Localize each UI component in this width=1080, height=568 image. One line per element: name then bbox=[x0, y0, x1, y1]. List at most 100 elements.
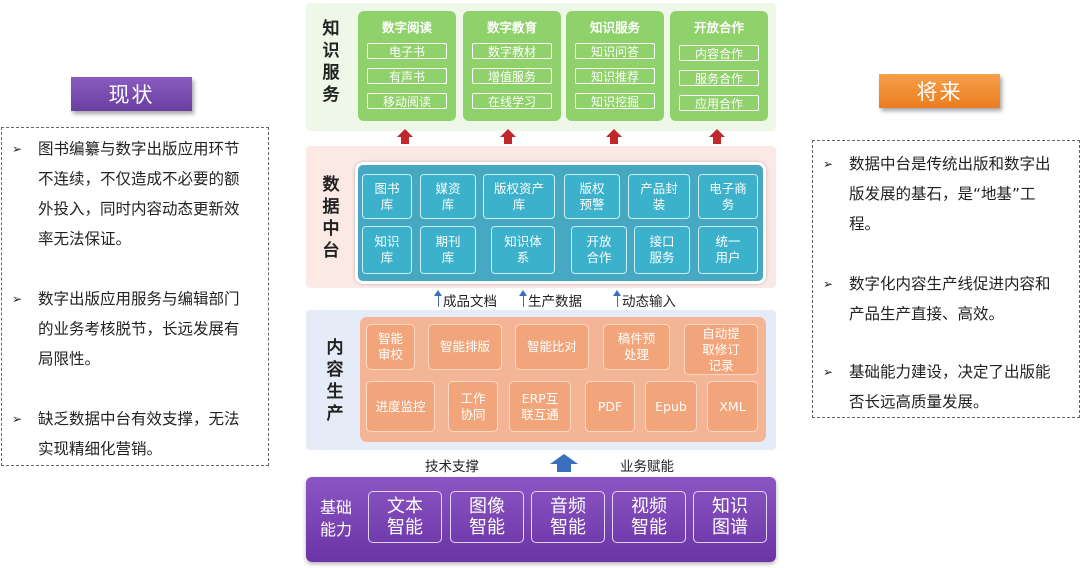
card-title: 知识服务 bbox=[589, 19, 640, 35]
bullet-line: 外投入，同时内容动态更新效 bbox=[38, 200, 240, 218]
label-char: 生 bbox=[326, 382, 344, 402]
future-panel: ➢ 数据中台是传统出版和数字出 版发展的基石，是“地基”工 程。 ➢ 数字化内容… bbox=[812, 140, 1080, 418]
card-title: 数字教育 bbox=[486, 19, 537, 35]
future-bullet-2: ➢ 数字化内容生产线促进内容和 产品生产直接、高效。 bbox=[823, 269, 1075, 329]
platform-item[interactable]: 知识体系 bbox=[491, 226, 555, 274]
blue-up-arrow-icon bbox=[550, 454, 578, 472]
content-production-label: 内 容 生 产 bbox=[322, 337, 348, 425]
red-up-arrow-icon bbox=[500, 129, 516, 144]
flow-business-empower: 业务赋能 bbox=[620, 459, 674, 475]
label-char: 识 bbox=[322, 41, 340, 61]
platform-item[interactable]: 期刊库 bbox=[420, 226, 476, 274]
production-item[interactable]: 智能排版 bbox=[428, 324, 502, 370]
production-item[interactable]: XML bbox=[707, 381, 758, 432]
platform-item[interactable]: 产品封装 bbox=[628, 174, 690, 219]
flow-tech-support: 技术支撑 bbox=[425, 459, 479, 475]
flow-label: 生产数据 bbox=[528, 294, 582, 310]
service-item[interactable]: 知识挖掘 bbox=[575, 93, 655, 109]
flow-production-data: 生产数据 bbox=[519, 290, 592, 310]
label-line: 能力 bbox=[319, 520, 352, 539]
label-char: 台 bbox=[322, 241, 340, 261]
production-item[interactable]: 自动提取修订记录 bbox=[684, 324, 758, 375]
capability-item[interactable]: 音频智能 bbox=[531, 491, 605, 543]
data-platform-label: 数 据 中 台 bbox=[318, 174, 344, 262]
service-item[interactable]: 移动阅读 bbox=[367, 93, 447, 109]
bullet-line: 版发展的基石，是“地基”工 bbox=[849, 185, 1036, 203]
bullet-line: 缺乏数据中台有效支撑，无法 bbox=[38, 410, 240, 428]
service-item[interactable]: 在线学习 bbox=[472, 93, 552, 109]
card-title: 数字阅读 bbox=[381, 19, 432, 35]
production-item[interactable]: 进度监控 bbox=[366, 381, 435, 432]
platform-item[interactable]: 版权预警 bbox=[564, 174, 620, 219]
bullet-line: 否长远高质量发展。 bbox=[849, 393, 989, 411]
label-char: 容 bbox=[326, 360, 344, 380]
label-char: 据 bbox=[322, 197, 340, 217]
flow-finished-docs: 成品文档 bbox=[434, 290, 507, 310]
production-item[interactable]: Epub bbox=[645, 381, 697, 432]
knowledge-service-label: 知 识 服 务 bbox=[318, 18, 344, 106]
service-item[interactable]: 应用合作 bbox=[679, 95, 759, 111]
label-char: 知 bbox=[322, 19, 340, 39]
bullet-line: 图书编纂与数字出版应用环节 bbox=[38, 140, 240, 158]
platform-item[interactable]: 开放合作 bbox=[571, 226, 627, 274]
flow-dynamic-input: 动态输入 bbox=[613, 290, 686, 310]
service-item[interactable]: 有声书 bbox=[367, 68, 447, 84]
service-item[interactable]: 增值服务 bbox=[472, 68, 552, 84]
arrow-bullet-icon: ➢ bbox=[12, 292, 23, 306]
platform-item[interactable]: 知识库 bbox=[362, 226, 412, 274]
arrow-bullet-icon: ➢ bbox=[823, 157, 834, 171]
label-char: 数 bbox=[322, 175, 340, 195]
platform-item[interactable]: 媒资库 bbox=[420, 174, 476, 219]
arrow-bullet-icon: ➢ bbox=[823, 277, 834, 291]
production-item[interactable]: ERP互联互通 bbox=[509, 381, 571, 432]
thin-up-arrow-icon bbox=[613, 290, 621, 307]
label-char: 务 bbox=[322, 85, 340, 105]
platform-item[interactable]: 电子商务 bbox=[698, 174, 758, 219]
card-digital-education: 数字教育 数字教材 增值服务 在线学习 bbox=[463, 11, 561, 121]
red-up-arrow-icon bbox=[397, 129, 413, 144]
thin-up-arrow-icon bbox=[434, 290, 442, 307]
red-up-arrows bbox=[397, 129, 725, 144]
service-item[interactable]: 知识推荐 bbox=[575, 68, 655, 84]
flow-label: 成品文档 bbox=[443, 294, 497, 310]
current-bullet-3: ➢ 缺乏数据中台有效支撑，无法 实现精细化营销。 bbox=[12, 404, 262, 464]
platform-item[interactable]: 图书库 bbox=[362, 174, 412, 219]
service-item[interactable]: 知识问答 bbox=[575, 43, 655, 59]
card-knowledge-service: 知识服务 知识问答 知识推荐 知识挖掘 bbox=[566, 11, 664, 121]
production-item[interactable]: 智能比对 bbox=[515, 324, 589, 370]
bullet-line: 数字出版应用服务与编辑部门 bbox=[38, 290, 240, 308]
bullet-line: 数据中台是传统出版和数字出 bbox=[849, 155, 1051, 173]
red-up-arrow-icon bbox=[709, 129, 725, 144]
production-item[interactable]: 稿件预处理 bbox=[603, 324, 670, 370]
service-item[interactable]: 服务合作 bbox=[679, 70, 759, 86]
future-bullet-3: ➢ 基础能力建设，决定了出版能 否长远高质量发展。 bbox=[823, 357, 1075, 417]
label-char: 中 bbox=[322, 219, 340, 239]
capability-item[interactable]: 图像智能 bbox=[450, 491, 524, 543]
production-item[interactable]: PDF bbox=[585, 381, 635, 432]
service-item[interactable]: 电子书 bbox=[367, 43, 447, 59]
platform-item[interactable]: 版权资产库 bbox=[483, 174, 555, 219]
card-digital-reading: 数字阅读 电子书 有声书 移动阅读 bbox=[358, 11, 456, 121]
label-char: 内 bbox=[326, 338, 344, 358]
production-item[interactable]: 工作协同 bbox=[448, 381, 498, 432]
current-bullet-2: ➢ 数字出版应用服务与编辑部门 的业务考核脱节，长远发展有 局限性。 bbox=[12, 284, 262, 374]
capability-item[interactable]: 视频智能 bbox=[612, 491, 686, 543]
arrow-bullet-icon: ➢ bbox=[12, 412, 23, 426]
bullet-line: 率无法保证。 bbox=[38, 230, 132, 248]
platform-item[interactable]: 统一用户 bbox=[698, 226, 758, 274]
production-item[interactable]: 智能审校 bbox=[366, 324, 415, 370]
service-item[interactable]: 内容合作 bbox=[679, 45, 759, 61]
capability-item[interactable]: 文本智能 bbox=[368, 491, 442, 543]
red-up-arrow-icon bbox=[606, 129, 622, 144]
future-tag: 将来 bbox=[879, 74, 1000, 108]
bullet-line: 数字化内容生产线促进内容和 bbox=[849, 275, 1051, 293]
bullet-line: 基础能力建设，决定了出版能 bbox=[849, 363, 1051, 381]
current-bullet-1: ➢ 图书编纂与数字出版应用环节 不连续，不仅造成不必要的额 外投入，同时内容动态… bbox=[12, 134, 262, 254]
bullet-line: 的业务考核脱节，长远发展有 bbox=[38, 320, 240, 338]
label-line: 基础 bbox=[319, 498, 352, 517]
platform-item[interactable]: 接口服务 bbox=[634, 226, 690, 274]
card-title: 开放合作 bbox=[693, 19, 744, 35]
service-item[interactable]: 数字教材 bbox=[472, 43, 552, 59]
capability-item[interactable]: 知识图谱 bbox=[693, 491, 767, 543]
card-open-cooperation: 开放合作 内容合作 服务合作 应用合作 bbox=[670, 11, 768, 121]
